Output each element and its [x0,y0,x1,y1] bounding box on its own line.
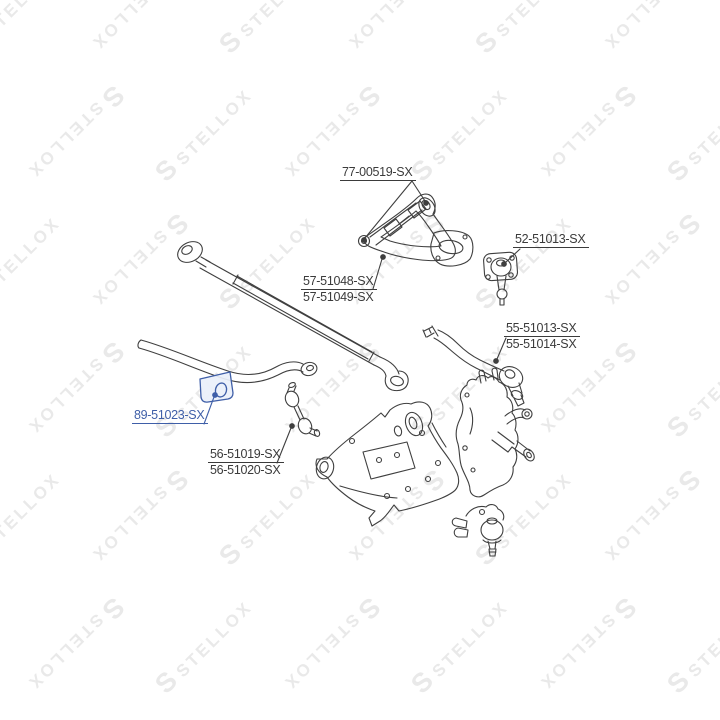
part-number[interactable]: 56-51019-SX [208,447,285,463]
stabilizer-link [284,381,321,437]
upper-ball-joint [483,251,519,306]
leader-arm-bushing [372,254,386,290]
part-label-upper-control-arm[interactable]: 77-00519-SX [340,165,417,181]
lower-ball-joint [451,504,505,557]
leader-stabilizer-link [276,423,295,464]
steering-knuckle [455,367,535,498]
lower-control-arm [315,401,460,527]
part-number[interactable]: 56-51020-SX [210,463,281,477]
part-number[interactable]: 55-51013-SX [504,321,581,337]
part-number[interactable]: 77-00519-SX [340,165,417,181]
upper-control-arm [357,193,474,267]
part-number[interactable]: 57-51049-SX [303,290,374,304]
part-label-upper-ball-joint[interactable]: 52-51013-SX [513,232,590,248]
stabilizer-bar [137,339,318,384]
part-label-tie-rod-end[interactable]: 55-51013-SX 55-51014-SX [504,321,581,352]
stabilizer-bushing-highlighted [199,371,234,403]
leader-stabilizer-bushing [203,392,218,425]
leader-upper-control-arm [361,180,429,243]
part-label-control-arm-bushing[interactable]: 57-51048-SX 57-51049-SX [301,274,378,305]
part-number[interactable]: 57-51048-SX [301,274,378,290]
tie-rod-end [422,325,525,407]
leader-upper-ball-joint [501,248,521,267]
part-number[interactable]: 89-51023-SX [132,408,209,424]
part-label-stabilizer-bushing-selected[interactable]: 89-51023-SX [132,408,209,424]
part-number[interactable]: 55-51014-SX [506,337,577,351]
leader-tie-rod-end [493,337,507,364]
part-number[interactable]: 52-51013-SX [513,232,590,248]
strut-rod [177,241,409,392]
part-label-stabilizer-link[interactable]: 56-51019-SX 56-51020-SX [208,447,285,478]
